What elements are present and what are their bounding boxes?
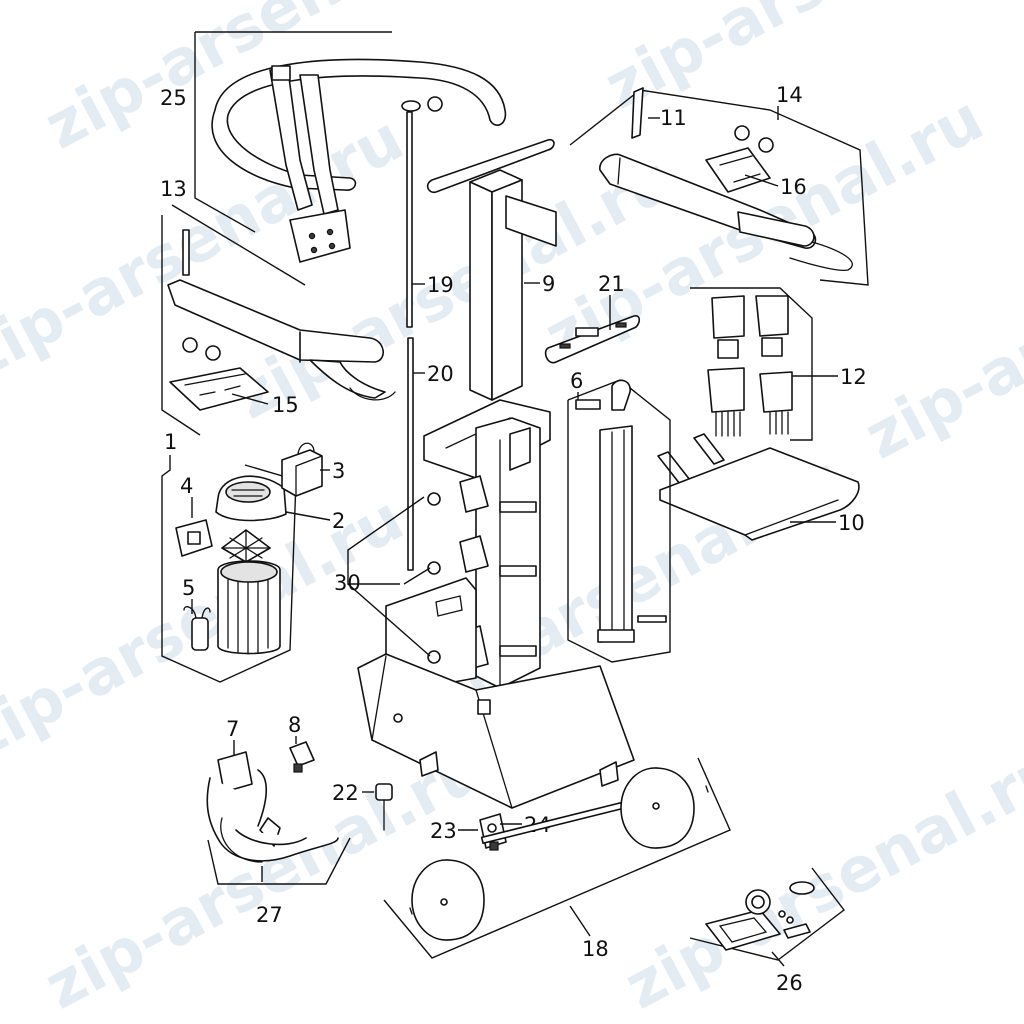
label-14: 14 [776,83,803,107]
part-25-handle-frame [194,31,507,263]
label-16: 16 [780,175,807,199]
label-4: 4 [180,474,193,498]
part-1-motor [161,455,331,683]
label-6: 6 [570,369,583,393]
part-27-hoses [206,740,351,885]
label-20: 20 [427,362,454,386]
label-2: 2 [332,509,345,533]
label-15: 15 [272,393,299,417]
label-27: 27 [256,903,283,927]
watermark: zip-arsenal.ru [853,181,1024,473]
label-3: 3 [332,459,345,483]
part-20-rod [407,337,414,571]
part-9-ram-column [426,138,557,401]
label-8: 8 [288,713,301,737]
label-13: 13 [160,177,187,201]
main-frame [357,399,635,809]
part-12-wedges [690,287,838,441]
part-18-wheels [383,757,731,959]
label-10: 10 [838,511,865,535]
label-12: 12 [840,365,867,389]
label-11: 11 [660,106,687,130]
part-22-foot [362,783,393,831]
part-21-bracket [544,295,641,364]
label-21: 21 [598,272,625,296]
label-30: 30 [334,571,361,595]
part-14-right-arm [569,87,869,286]
label-9: 9 [542,272,555,296]
label-23: 23 [430,819,457,843]
label-7: 7 [226,717,239,741]
part-13-left-arm [161,204,396,436]
part-26-gasket-kit [689,867,845,967]
part-10-table [657,433,860,541]
part-8-fitting [289,736,315,773]
label-25: 25 [160,86,187,110]
label-26: 26 [776,971,803,995]
part-19-rod [401,96,443,328]
part-6-cylinder [567,379,671,663]
label-19: 19 [427,273,454,297]
label-5: 5 [182,576,195,600]
label-22: 22 [332,781,359,805]
label-18: 18 [582,937,609,961]
part-3-solenoid [281,442,330,497]
label-1: 1 [164,430,177,454]
